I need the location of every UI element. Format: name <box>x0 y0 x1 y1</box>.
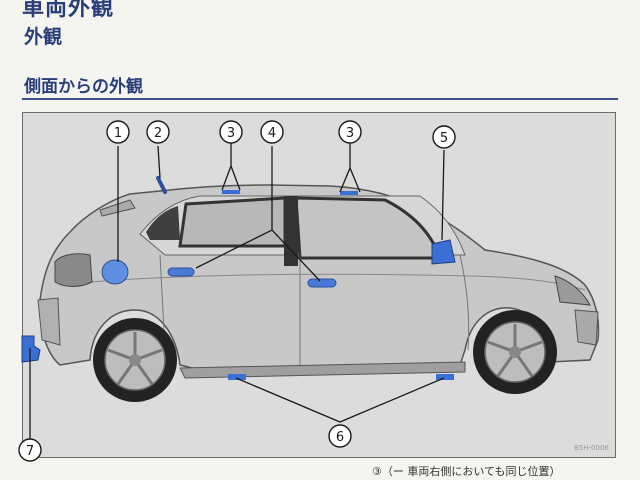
rear-roof-rail-mark <box>222 190 240 194</box>
front-door-handle <box>307 278 337 288</box>
highlighted-parts <box>21 176 456 380</box>
page-header: 車両外観 <box>22 0 115 21</box>
svg-text:7: 7 <box>26 444 34 459</box>
subsection-title: 側面からの外観 <box>24 77 143 97</box>
rear-jacking-point <box>228 374 246 380</box>
tow-hitch <box>21 335 41 363</box>
svg-text:2: 2 <box>154 126 162 141</box>
callout-2: 2 <box>146 120 170 144</box>
front-jacking-point <box>436 374 454 380</box>
rear-door-handle <box>167 267 195 277</box>
front-roof-rail-mark <box>340 191 358 195</box>
car-body <box>37 184 600 379</box>
leader-lines <box>29 145 445 440</box>
callout-7: 7 <box>18 438 42 462</box>
callout-1: 1 <box>106 120 130 144</box>
svg-text:4: 4 <box>268 126 276 141</box>
fuel-filler-flap <box>101 259 129 285</box>
callout-4: 4 <box>260 120 284 144</box>
title-rule <box>22 98 618 100</box>
roof-antenna <box>156 176 167 194</box>
side-mirror <box>431 239 456 265</box>
svg-text:5: 5 <box>440 131 448 146</box>
svg-text:3: 3 <box>227 126 235 141</box>
section-title: 外観 <box>24 26 63 48</box>
footer-note: ③（ー 車両右側においても同じ位置） <box>372 465 561 478</box>
rear-wheel <box>93 318 177 402</box>
svg-text:6: 6 <box>336 430 344 445</box>
svg-text:1: 1 <box>114 126 122 141</box>
front-wheel <box>473 310 557 394</box>
callout-3-rear: 3 <box>219 120 243 166</box>
figure-code: B5H-0006 <box>574 444 609 452</box>
callout-6: 6 <box>328 424 352 448</box>
callout-5: 5 <box>432 125 456 149</box>
callout-3-front: 3 <box>338 120 362 168</box>
svg-text:3: 3 <box>346 126 354 141</box>
